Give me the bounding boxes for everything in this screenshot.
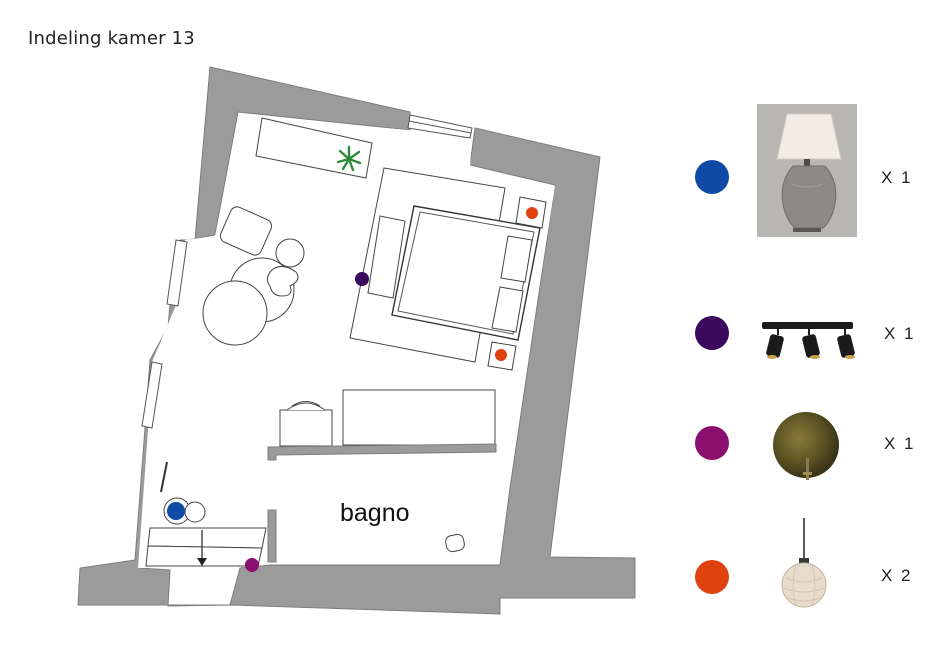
marker-orange-1 — [526, 207, 538, 219]
legend-dot-orange — [695, 560, 729, 594]
legend-dot-dark-purple — [695, 316, 729, 350]
desk — [342, 389, 496, 446]
legend-dot-magenta — [695, 426, 729, 460]
desk-chair — [279, 401, 333, 447]
legend-qty-orange: X 2 — [881, 566, 913, 585]
door-left — [160, 461, 168, 493]
window-left-lower — [141, 361, 163, 429]
table-lamp-icon — [757, 104, 857, 241]
interior-wall — [267, 443, 497, 563]
bathroom-fixture — [445, 533, 465, 553]
marker-orange-2 — [495, 349, 507, 361]
dresser — [255, 117, 373, 179]
bed — [367, 205, 541, 341]
side-table — [202, 238, 305, 346]
pendant-lamp-icon — [778, 518, 828, 614]
window-left-upper — [166, 239, 188, 307]
entry-steps — [145, 527, 267, 567]
legend-dot-blue — [695, 160, 729, 194]
plant-icon — [336, 145, 362, 172]
legend-qty-magenta: X 1 — [884, 434, 916, 453]
room-label-bagno: bagno — [340, 499, 410, 527]
page-title: Indeling kamer 13 — [28, 28, 195, 49]
marker-magenta — [245, 558, 259, 572]
legend-qty-dark-purple: X 1 — [884, 324, 916, 343]
wall-lamp-icon — [770, 410, 840, 486]
legend-qty-blue: X 1 — [881, 168, 913, 187]
marker-blue — [167, 502, 185, 520]
spotlight-bar-icon — [760, 320, 855, 368]
floor-lamp-shade — [184, 501, 206, 523]
window-top — [407, 114, 473, 139]
armchair — [219, 206, 273, 256]
marker-dark-purple — [355, 272, 369, 286]
